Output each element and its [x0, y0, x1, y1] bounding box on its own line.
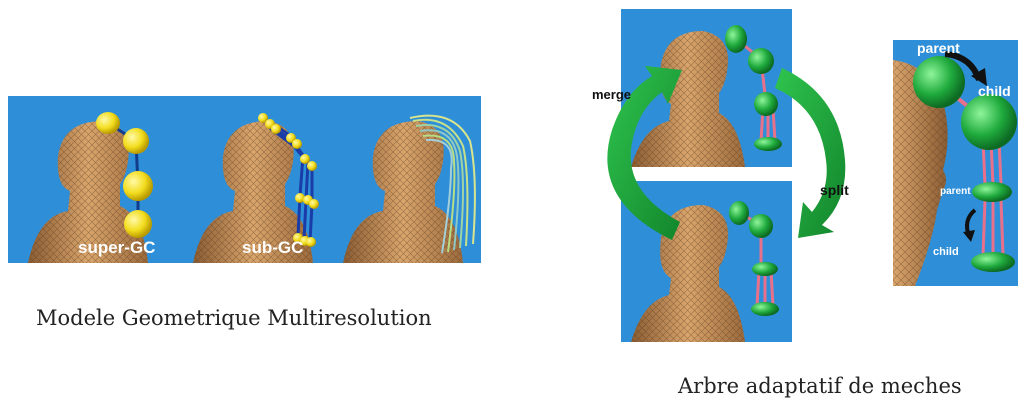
parent-label-top: parent [917, 40, 960, 56]
parent-label-bottom: parent [940, 186, 971, 197]
split-arrow [775, 68, 845, 238]
child-label-top: child [978, 83, 1011, 99]
parent-child-panel: parent child parent child [893, 40, 1018, 286]
right-caption: Arbre adaptatif de meches [678, 374, 962, 398]
merge-label: merge [592, 87, 631, 102]
split-label: split [820, 182, 849, 198]
child-label-bottom: child [933, 246, 959, 258]
parent-to-child-arrow-small [963, 210, 975, 242]
